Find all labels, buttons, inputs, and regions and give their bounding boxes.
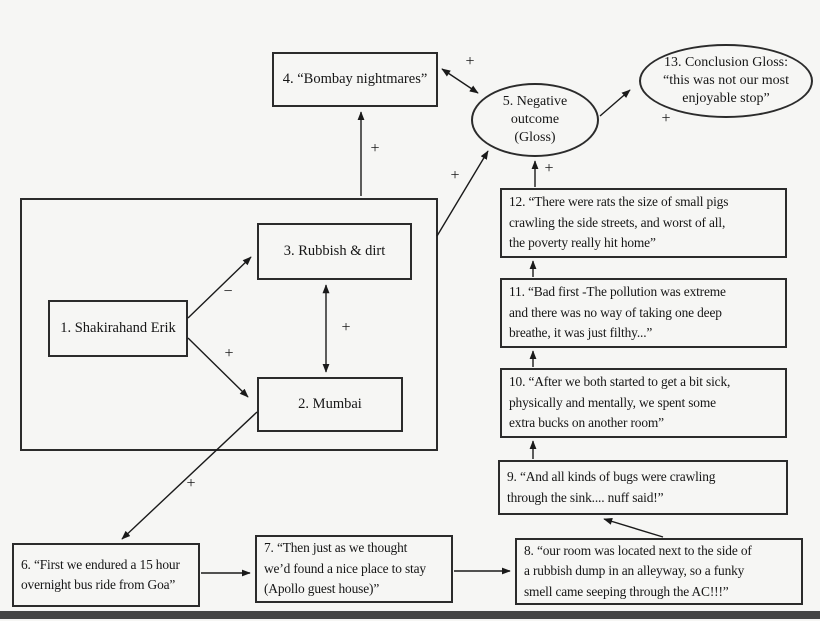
edge-label-frame-to-5: + (450, 167, 460, 184)
node-11-line-2: and there was no way of taking one deep (509, 304, 722, 320)
node-1-shakirahand-erik: 1. Shakirahand Erik (48, 300, 188, 357)
node-7-apollo-guest-house-quote: 7. “Then just as we thought we’d found a… (255, 535, 453, 603)
node-10-line-3: extra bucks on another room” (509, 415, 664, 431)
node-10-line-2: physically and mentally, we spent some (509, 394, 716, 410)
node-8-line-3: smell came seeping through the AC!!!” (524, 583, 729, 599)
node-12-rats-quote: 12. “There were rats the size of small p… (500, 188, 787, 258)
node-8-rubbish-dump-quote: 8. “our room was located next to the sid… (515, 538, 803, 605)
node-11-line-3: breathe, it was just filthy...” (509, 325, 653, 341)
node-12-line-3: the poverty really hit home” (509, 235, 656, 251)
edge-label-5-to-13: + (661, 110, 671, 127)
node-2-label: 2. Mumbai (298, 396, 362, 412)
node-3-label: 3. Rubbish & dirt (283, 243, 386, 259)
node-7-line-3: (Apollo guest house)” (264, 581, 380, 597)
bottom-edge-bar (0, 611, 820, 619)
node-12-line-2: crawling the side streets, and worst of … (509, 214, 726, 230)
node-13-line-3: enjoyable stop” (682, 91, 770, 107)
edge-label-4-to-5: + (465, 53, 475, 70)
node-9-bugs-quote: 9. “And all kinds of bugs were crawling … (498, 460, 788, 515)
node-13-conclusion-gloss: 13. Conclusion Gloss: “this was not our … (639, 44, 813, 118)
node-2-mumbai: 2. Mumbai (257, 377, 403, 432)
node-11-pollution-quote: 11. “Bad first -The pollution was extrem… (500, 278, 787, 348)
node-13-line-1: 13. Conclusion Gloss: (663, 54, 789, 70)
edge-label-1-to-2: + (224, 345, 234, 362)
edge-8-to-9 (603, 518, 664, 538)
edge-label-frame-to-4: + (370, 140, 380, 157)
node-9-line-2: through the sink.... nuff said!” (507, 489, 664, 505)
node-12-line-1: 12. “There were rats the size of small p… (509, 194, 729, 210)
node-11-line-1: 11. “Bad first -The pollution was extrem… (509, 284, 726, 300)
node-6-line-2: overnight bus ride from Goa” (21, 577, 176, 592)
edge-5-to-13 (599, 89, 631, 117)
node-6-line-1: 6. “First we endured a 15 hour (21, 556, 180, 572)
node-5-line-1: 5. Negative (502, 93, 568, 109)
node-1-label: 1. Shakirahand Erik (60, 320, 176, 336)
node-10-sick-quote: 10. “After we both started to get a bit … (500, 368, 787, 438)
edge-label-3-to-2: + (341, 319, 351, 336)
node-6-bus-ride-quote: 6. “First we endured a 15 hour overnight… (12, 543, 200, 607)
edge-label-1-to-3: − (223, 283, 233, 300)
node-8-line-2: a rubbish dump in an alleyway, so a funk… (524, 563, 745, 579)
node-4-label: 4. “Bombay nightmares” (282, 71, 428, 87)
node-5-negative-outcome-gloss: 5. Negative outcome (Gloss) (471, 83, 599, 157)
edge-label-2-to-6: + (186, 475, 196, 492)
node-5-line-2: outcome (510, 111, 560, 127)
node-5-line-3: (Gloss) (514, 130, 556, 146)
node-13-line-2: “this was not our most (663, 72, 789, 88)
node-9-line-1: 9. “And all kinds of bugs were crawling (507, 469, 716, 485)
edge-frame-to-5 (436, 150, 489, 237)
node-10-line-1: 10. “After we both started to get a bit … (509, 374, 731, 390)
node-7-line-1: 7. “Then just as we thought (264, 540, 408, 556)
edge-4-to-5-double (441, 68, 479, 94)
edge-label-12-to-5: + (544, 160, 554, 177)
node-4-bombay-nightmares: 4. “Bombay nightmares” (272, 52, 438, 107)
node-3-rubbish-and-dirt: 3. Rubbish & dirt (257, 223, 412, 280)
node-7-line-2: we’d found a nice place to stay (264, 560, 426, 576)
node-8-line-1: 8. “our room was located next to the sid… (524, 542, 752, 558)
